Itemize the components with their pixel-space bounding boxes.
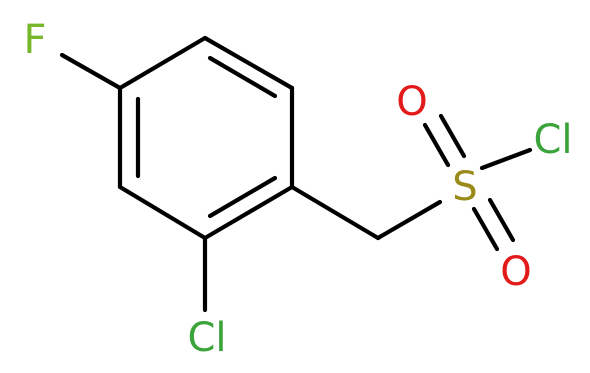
benzene-ring	[117, 35, 295, 241]
atom-chlorine-ring: Cl	[187, 315, 226, 361]
ring-bond-top-left	[117, 35, 208, 91]
ring-bond-top-right	[202, 35, 295, 91]
sulfonyl-bonds	[422, 113, 533, 252]
atom-fluorine: F	[23, 17, 46, 63]
bond-s-o-bottom-b	[487, 197, 516, 243]
ring-bond-top-right-inner	[207, 55, 278, 99]
atom-chlorine-sulfonyl: Cl	[533, 117, 572, 163]
bond-s-cl	[479, 147, 533, 171]
bond-c-ch2	[289, 184, 381, 241]
atom-oxygen-top: O	[396, 79, 427, 125]
atom-sulfur: S	[452, 164, 477, 210]
ring-bond-bottom-right	[202, 184, 295, 241]
bond-ch2-s	[375, 199, 443, 241]
atom-oxygen-bottom: O	[500, 249, 531, 295]
bond-s-o-top-b	[438, 113, 467, 159]
bond-s-o-top-a	[422, 122, 451, 168]
ring-bond-bottom-right-inner	[207, 175, 278, 219]
bond-s-o-bottom-a	[471, 206, 500, 252]
ring-bond-bottom-left	[117, 184, 208, 241]
bond-c-f	[59, 52, 123, 91]
